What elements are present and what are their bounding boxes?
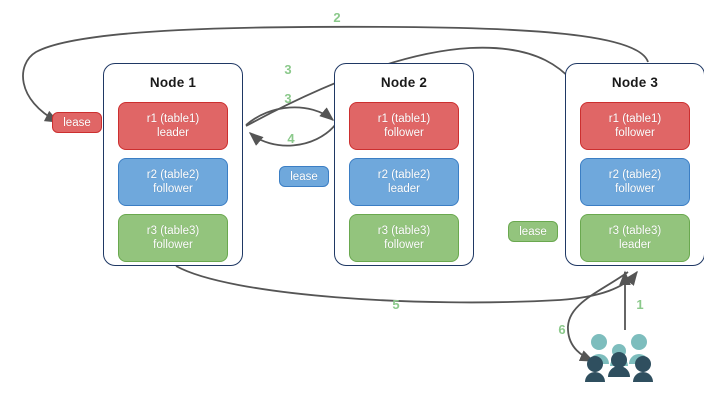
step-label-6: 6 — [558, 322, 566, 337]
replica-label-line2: leader — [157, 127, 189, 139]
replica-label-line2: follower — [615, 127, 655, 139]
node-title: Node 3 — [611, 75, 659, 90]
edge-step-4 — [248, 123, 337, 147]
replica-label-line2: follower — [384, 127, 424, 139]
replica-label-line2: follower — [153, 239, 193, 251]
edge-step-3-node2 — [245, 106, 335, 126]
node-title: Node 1 — [149, 75, 197, 90]
replica-label-line2: leader — [388, 183, 420, 195]
step-label-1: 1 — [636, 297, 644, 312]
replica-label-line2: follower — [615, 183, 655, 195]
replica-label-line1: r1 (table1) — [377, 113, 431, 125]
replica-label-line1: r1 (table1) — [146, 113, 200, 125]
replica-label-line1: r2 (table2) — [146, 169, 200, 181]
replica-label-line2: follower — [384, 239, 424, 251]
replica-label-line1: r3 (table3) — [146, 225, 200, 237]
replica-label-line1: r2 (table2) — [608, 169, 662, 181]
replica-label-line2: follower — [153, 183, 193, 195]
replica-r3[interactable]: r3 (table3) leader — [580, 214, 690, 262]
step-label-3b: 3 — [284, 91, 292, 106]
lease-badge-blue[interactable]: lease — [279, 166, 329, 187]
lease-badge-red[interactable]: lease — [52, 112, 102, 133]
step-label-3a: 3 — [284, 62, 292, 77]
step-label-4: 4 — [287, 131, 295, 146]
lease-badge-green[interactable]: lease — [508, 221, 558, 242]
replica-label-line1: r1 (table1) — [608, 113, 662, 125]
edge-step-3-node3 — [245, 46, 593, 127]
edge-step-5 — [175, 265, 638, 304]
replica-r1[interactable]: r1 (table1) follower — [580, 102, 690, 150]
node-card-node-3[interactable]: Node 3 r1 (table1) follower r2 (table2) … — [565, 63, 704, 266]
node-card-node-2[interactable]: Node 2 r1 (table1) follower r2 (table2) … — [334, 63, 474, 266]
replica-label-line1: r3 (table3) — [608, 225, 662, 237]
replica-r2[interactable]: r2 (table2) follower — [580, 158, 690, 206]
replica-r2[interactable]: r2 (table2) leader — [349, 158, 459, 206]
replica-r1[interactable]: r1 (table1) leader — [118, 102, 228, 150]
replica-label-line1: r3 (table3) — [377, 225, 431, 237]
node-title: Node 2 — [380, 75, 428, 90]
replica-label-line1: r2 (table2) — [377, 169, 431, 181]
replica-r2[interactable]: r2 (table2) follower — [118, 158, 228, 206]
replica-label-line2: leader — [619, 239, 651, 251]
edge-step-2 — [22, 25, 649, 123]
node-card-node-1[interactable]: Node 1 r1 (table1) leader r2 (table2) fo… — [103, 63, 243, 266]
step-label-5: 5 — [392, 297, 400, 312]
replica-r3[interactable]: r3 (table3) follower — [118, 214, 228, 262]
replica-r1[interactable]: r1 (table1) follower — [349, 102, 459, 150]
replica-r3[interactable]: r3 (table3) follower — [349, 214, 459, 262]
edge-step-6 — [567, 271, 629, 362]
step-label-2: 2 — [333, 10, 341, 25]
